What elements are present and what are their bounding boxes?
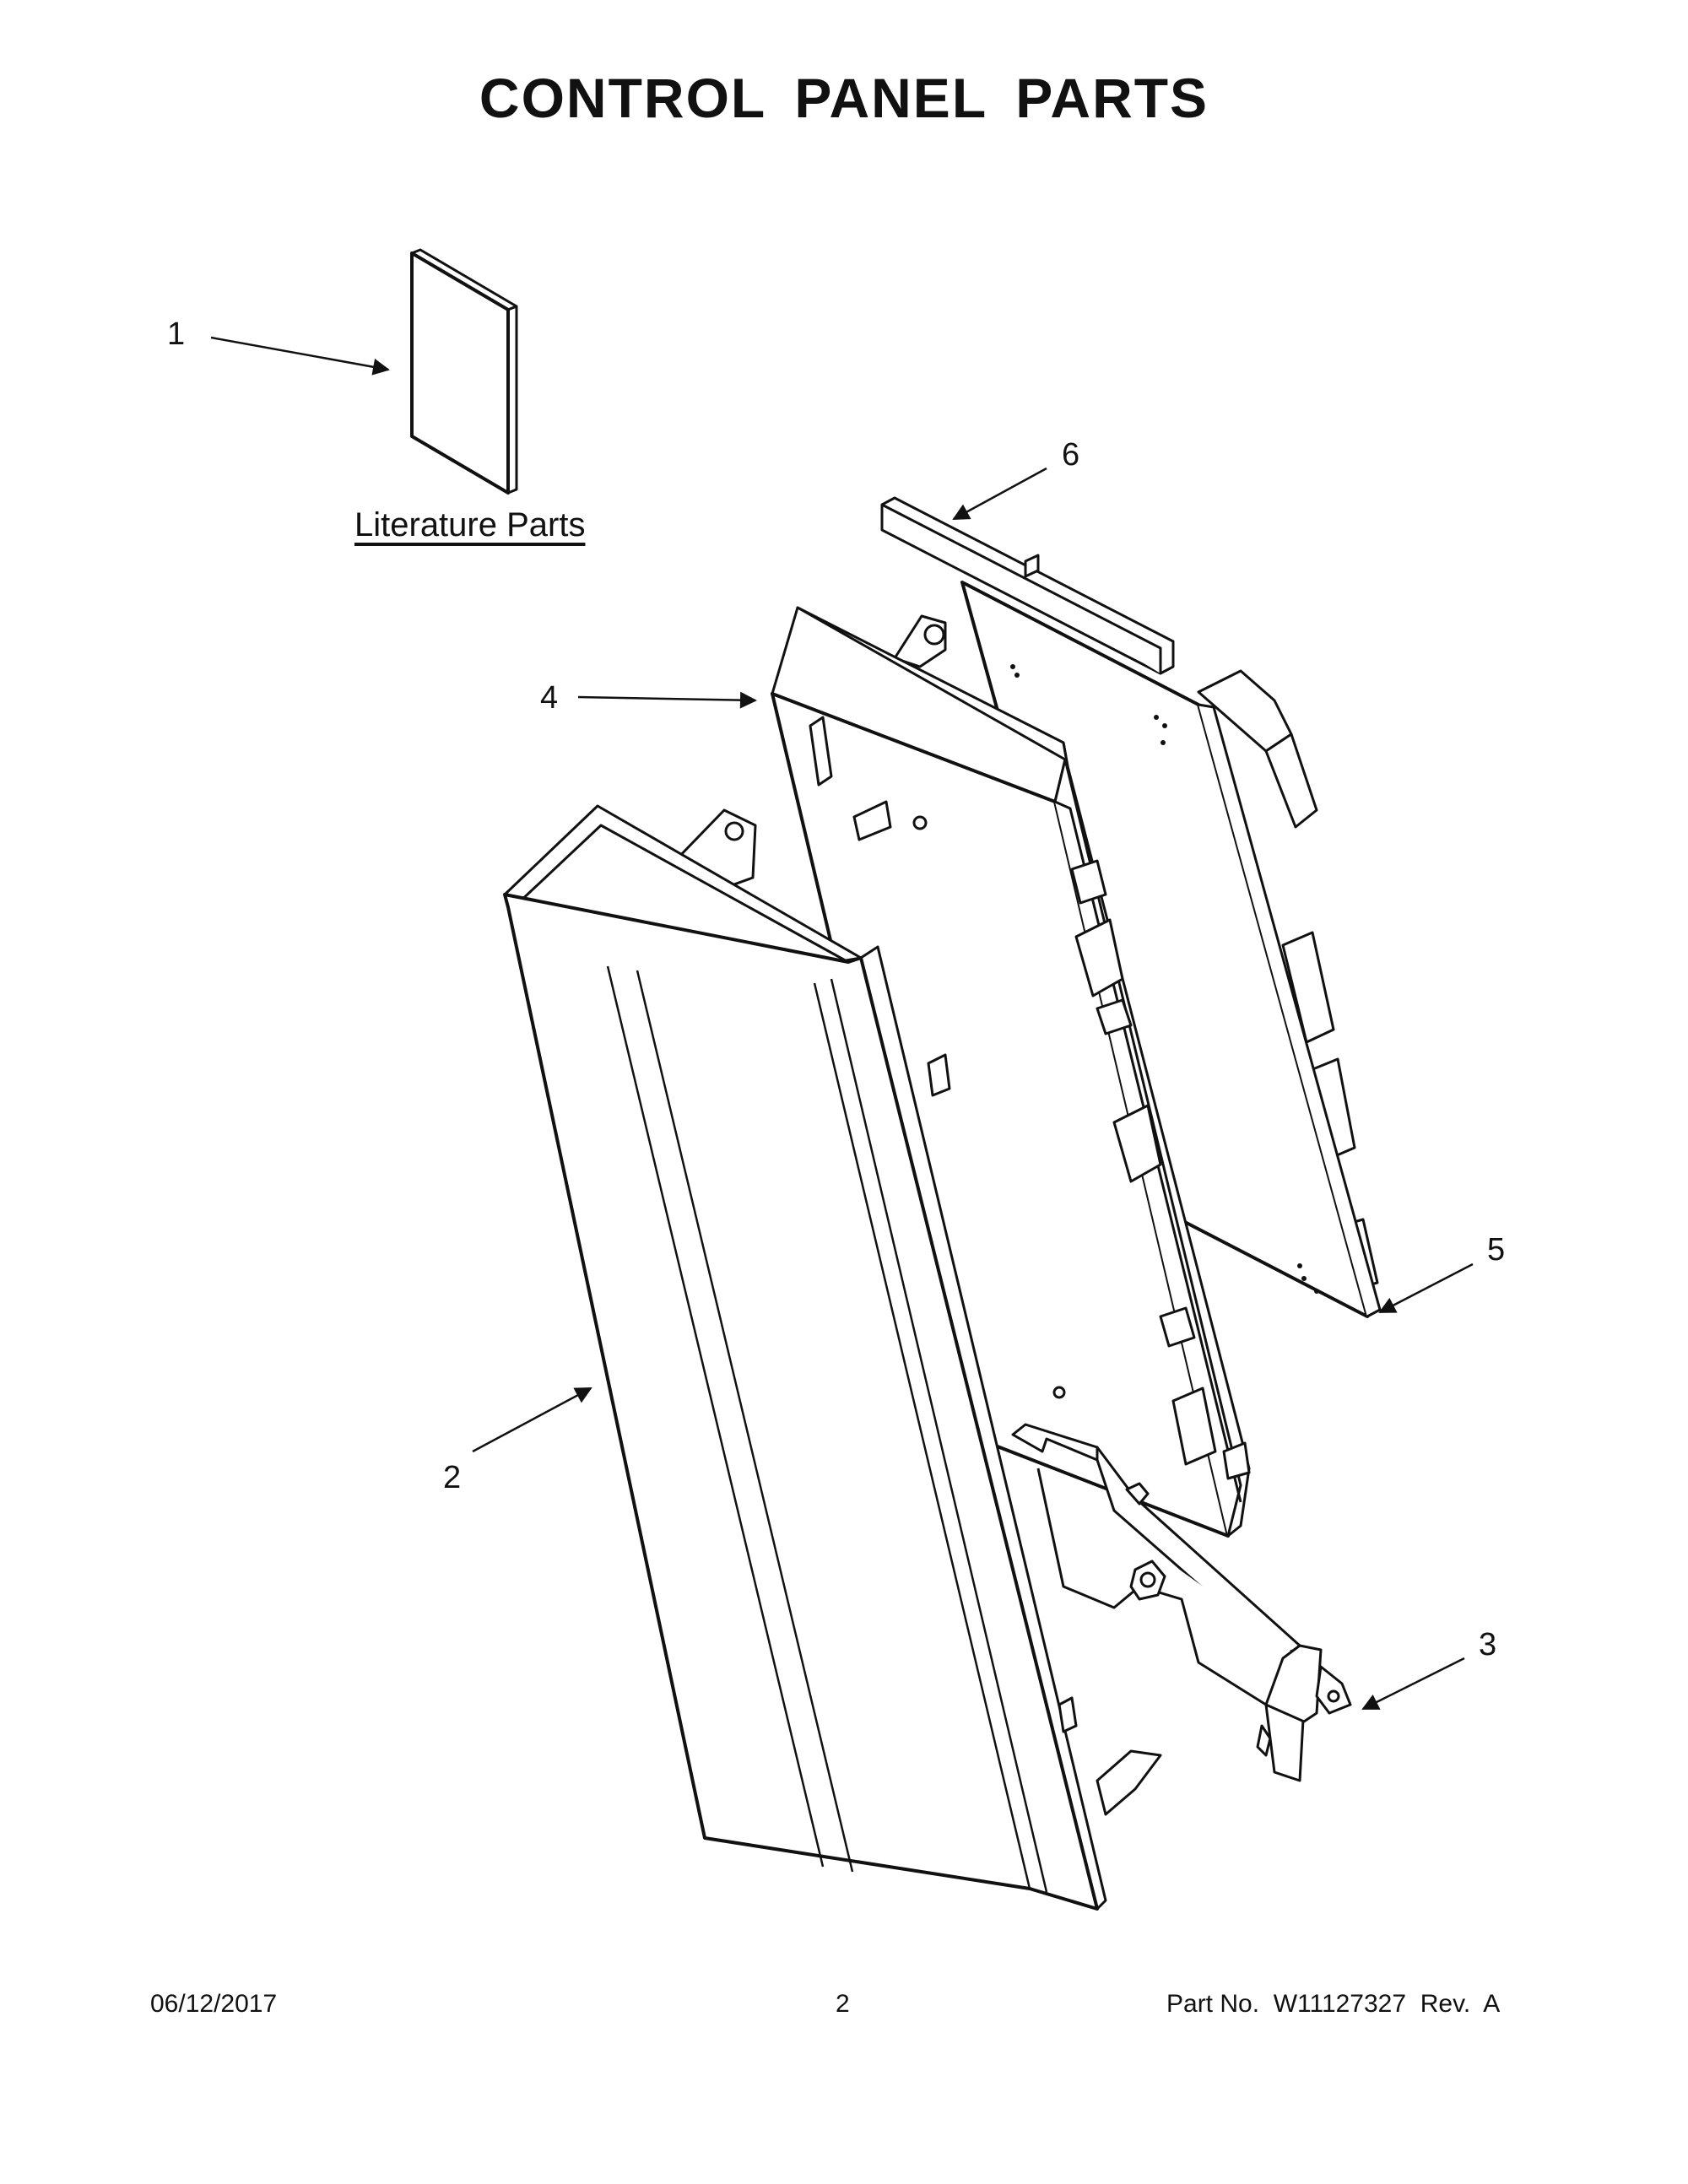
leader-arrow-3 bbox=[1361, 1657, 1465, 1711]
leader-arrow-5 bbox=[1378, 1262, 1474, 1314]
leader-arrow-1 bbox=[210, 336, 390, 376]
callout-number-1: 1 bbox=[167, 316, 186, 352]
leader-arrow-4 bbox=[577, 691, 757, 709]
callout-number-6: 6 bbox=[1062, 437, 1080, 473]
leader-arrow-6 bbox=[952, 467, 1047, 521]
footer-page-number: 2 bbox=[836, 1990, 850, 2018]
callout-number-4: 4 bbox=[540, 680, 559, 716]
leader-arrow-2 bbox=[472, 1387, 592, 1453]
literature-parts-label: Literature Parts bbox=[354, 506, 586, 543]
footer-date: 06/12/2017 bbox=[150, 1990, 278, 2018]
callout-number-5: 5 bbox=[1487, 1232, 1506, 1268]
page-title: CONTROL PANEL PARTS bbox=[479, 67, 1209, 129]
hinge-bracket bbox=[1011, 1423, 1352, 1782]
callout-number-2: 2 bbox=[443, 1460, 462, 1495]
literature-booklet bbox=[410, 248, 518, 495]
callout-number-3: 3 bbox=[1479, 1627, 1497, 1662]
mounting-plate bbox=[771, 606, 1251, 1538]
footer-part-number: Part No. W11127327 Rev. A bbox=[1166, 1990, 1501, 2018]
control-panel-housing bbox=[503, 804, 1162, 1911]
board-cover-strip bbox=[880, 496, 1175, 675]
